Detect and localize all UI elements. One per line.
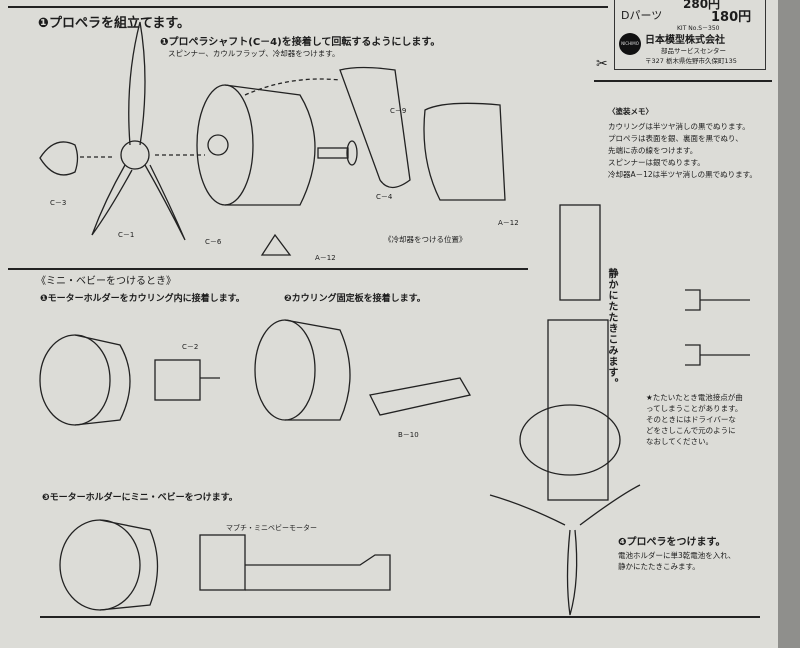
memo-line: スピンナーは銀でぬります。 (608, 158, 705, 167)
scissors-icon: ✂ (596, 56, 608, 72)
step1-subtitle: ❶プロペラシャフト(C－4)を接着して回転するようにします。 (160, 37, 441, 48)
kit-number: KIT No.S－350 (677, 25, 720, 32)
d-parts-price: 180円 (711, 10, 752, 25)
warning-note: ★たたいたとき電池接点が曲 ってしまうことがあります。 そのときにはドライバーな… (646, 392, 743, 447)
cowling-step2-drawing (254, 319, 472, 421)
parts-price-box: 280円 Dパーツ 180円 KIT No.S－350 NICHIMO 日本模型… (614, 0, 766, 70)
memo-line: 冷却器A－12は半ツヤ消しの黒でぬります。 (608, 170, 757, 179)
contact-detail-drawing (685, 289, 750, 366)
cooler-position-label: 《冷却器をつける位置》 (384, 235, 467, 244)
memo-line: プロペラは表面を銀、裏面を黒でぬり、 (608, 134, 743, 143)
label-a12-bottom: A－12 (315, 254, 336, 262)
warning-line: ★たたいたとき電池接点が曲 (646, 393, 743, 402)
step1-title: ❶プロペラを組立てます。 (38, 16, 191, 31)
assembly-arrow (244, 78, 341, 96)
memo-line: カウリングは半ツヤ消しの黒でぬります。 (608, 122, 750, 131)
warning-line: なおしてください。 (646, 437, 714, 446)
price-line1: 280円 (683, 0, 721, 11)
label-c1: C－1 (118, 231, 135, 239)
mini-step2: ❷カウリング固定板を接着します。 (284, 294, 426, 304)
label-c2: C－2 (182, 343, 199, 351)
table-edge (778, 0, 800, 648)
step4-note-line: 電池ホルダーに単3乾電池を入れ、 (618, 551, 736, 560)
label-b10: B－10 (398, 431, 419, 439)
top-rule (8, 6, 608, 8)
label-a12-right: A－12 (498, 219, 519, 227)
instruction-sheet (0, 0, 778, 648)
section-rule (8, 268, 528, 270)
step1-note: スピンナー、カウルフラップ、冷却器をつけます。 (168, 49, 340, 58)
memo-title: 〈塗装メモ〉 (608, 107, 653, 116)
battery-holder-drawing (519, 204, 621, 501)
address: 〒327 栃木県佐野市久保町135 (645, 57, 737, 65)
shaft-drawing (317, 140, 358, 166)
propeller-step4-drawing (489, 484, 641, 616)
warning-line: ってしまうことがあります。 (646, 404, 743, 413)
memo-line: 先端に赤の線をつけます。 (608, 146, 698, 155)
mini-heading: 《ミニ・ベビーをつけるとき》 (36, 276, 176, 287)
label-c6: C－6 (205, 238, 222, 246)
warning-line: そのときにはドライバーな (646, 415, 736, 424)
motor-label: マブチ・ミニベビーモーター (226, 524, 317, 532)
paint-memo: 〈塗装メモ〉 カウリングは半ツヤ消しの黒でぬります。 プロペラは表面を銀、裏面を… (608, 106, 757, 181)
motor-holder-step1-drawing (39, 334, 220, 426)
cowling-drawing (196, 84, 316, 206)
bottom-rule (40, 616, 760, 618)
company-name: 日本模型株式会社 (645, 35, 725, 46)
warning-line: どをさしこんで元のように (646, 426, 736, 435)
cooler-position-drawing (423, 102, 506, 201)
right-rule (594, 80, 772, 82)
spinner-drawing (39, 141, 79, 176)
motor-step3-drawing (59, 519, 391, 611)
label-c3: C－3 (50, 199, 67, 207)
cowl-flap-drawing (339, 66, 411, 189)
label-c4: C－4 (376, 193, 393, 201)
tap-in-label: 静かにたたきこみます。 (606, 268, 617, 389)
service-center: 部品サービスセンター (661, 47, 726, 55)
label-c9: C－9 (390, 107, 407, 115)
cooler-part-drawing (260, 233, 292, 256)
step4-note-line: 静かにたたきこみます。 (618, 562, 700, 571)
step4-note: 電池ホルダーに単3乾電池を入れ、 静かにたたきこみます。 (618, 550, 735, 572)
company-logo: NICHIMO (619, 33, 641, 55)
propeller-drawing (91, 21, 186, 241)
mini-step1: ❶モーターホルダーをカウリング内に接着します。 (40, 294, 245, 304)
mini-step4: ❹プロペラをつけます。 (618, 537, 726, 548)
mini-step3: ❸モーターホルダーにミニ・ベビーをつけます。 (42, 493, 238, 503)
d-parts-label: Dパーツ (621, 9, 663, 22)
